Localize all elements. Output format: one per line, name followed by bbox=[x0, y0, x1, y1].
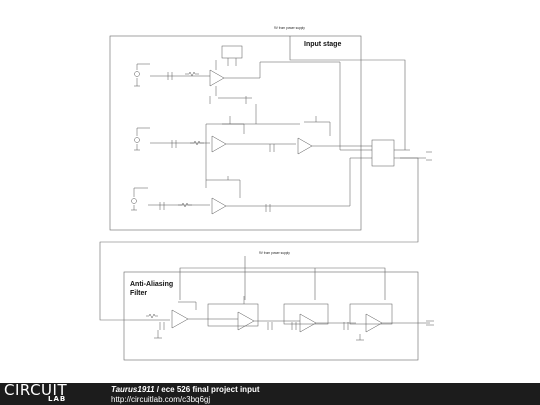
input-branch-1 bbox=[134, 45, 252, 104]
filter-stage-2 bbox=[207, 296, 300, 331]
supply-label-bottom: 9V from power supply bbox=[259, 251, 290, 255]
input-branch-2 bbox=[134, 116, 372, 155]
output-summing-block bbox=[205, 61, 432, 207]
schematic-canvas bbox=[99, 35, 434, 361]
anti-aliasing-title-line2: Filter bbox=[130, 290, 148, 297]
supply-label-top: 9V from power supply bbox=[274, 26, 305, 30]
filter-stage-3 bbox=[283, 303, 356, 333]
logo-circuit-text: CIRCUIT bbox=[4, 381, 68, 399]
input-stage-title: Input stage bbox=[304, 41, 342, 48]
logo-lab-text: LAB bbox=[48, 395, 67, 403]
filter-stage-4 bbox=[343, 303, 434, 341]
footer-title: Taurus1911 / ece 526 final project input bbox=[111, 385, 260, 394]
title-separator: / bbox=[154, 385, 162, 394]
project-url[interactable]: http://circuitlab.com/c3bq6gj bbox=[111, 395, 211, 404]
circuitlab-logo[interactable]: CIRCUIT LAB bbox=[4, 381, 90, 405]
footer-bar: CIRCUIT LAB Taurus1911 / ece 526 final p… bbox=[0, 381, 540, 405]
supply-wire-bottom bbox=[179, 256, 386, 300]
filter-stage-1 bbox=[130, 301, 210, 339]
anti-aliasing-title-line1: Anti-Aliasing bbox=[130, 281, 174, 288]
supply-wire-top bbox=[289, 36, 406, 150]
project-title: ece 526 final project input bbox=[161, 385, 260, 394]
author-link[interactable]: Taurus1911 bbox=[111, 385, 155, 394]
output-to-filter-wire bbox=[99, 157, 419, 321]
input-branch-3 bbox=[131, 176, 290, 215]
input-stage-box bbox=[109, 35, 362, 231]
anti-aliasing-box bbox=[123, 271, 419, 361]
